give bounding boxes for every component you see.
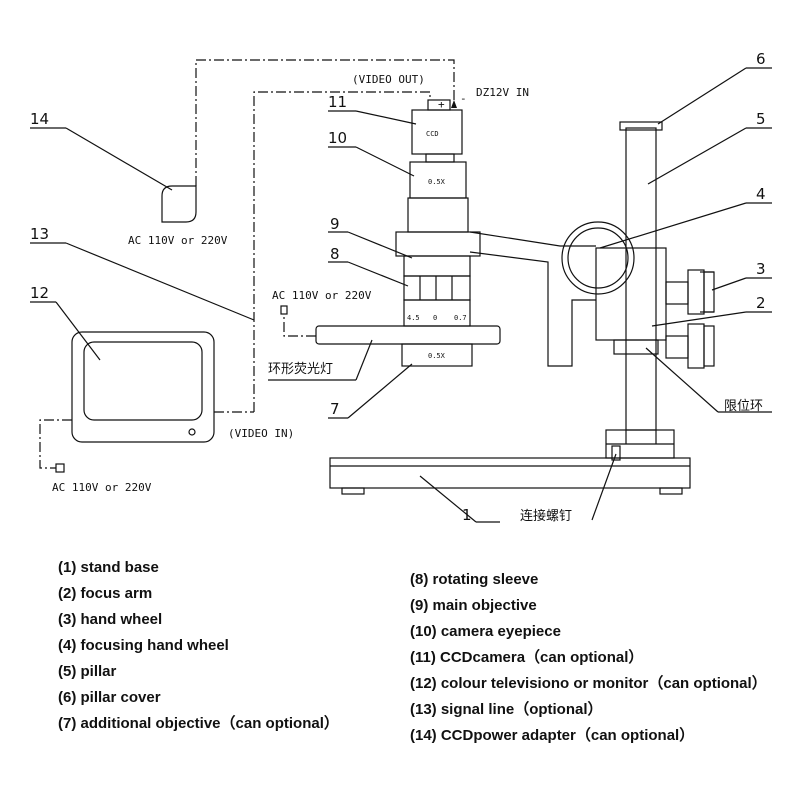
callout-9: 9 — [330, 215, 340, 233]
legend-right: (8) rotating sleeve (9) main objective (… — [410, 567, 767, 749]
ccd-label: CCD — [426, 130, 439, 138]
callout-3: 3 — [756, 260, 766, 278]
legend-item-signal-line: (13) signal line（optional） — [410, 701, 603, 718]
ac-lamp-label: AC 110V or 220V — [272, 289, 372, 302]
legend-item-monitor: (12) colour televisiono or monitor（can o… — [410, 675, 767, 692]
legend-item-camera-eyepiece: (10) camera eyepiece — [410, 623, 561, 640]
connect-screw-label: 连接螺钉 — [520, 508, 572, 524]
legend-item-stand-base: (1) stand base — [58, 559, 159, 576]
callout-14: 14 — [30, 110, 49, 128]
legend-item-focusing-hand-wheel: (4) focusing hand wheel — [58, 637, 229, 654]
pillar — [619, 121, 663, 431]
legend-item-rotating-sleeve: (8) rotating sleeve — [410, 571, 539, 588]
legend-item-pillar: (5) pillar — [58, 663, 117, 680]
legend-item-hand-wheel: (3) hand wheel — [58, 611, 163, 628]
ring-lamp-label: 环形荧光灯 — [268, 362, 333, 377]
callout-6: 6 — [756, 50, 766, 68]
monitor — [71, 331, 215, 443]
legend-item-ccd-camera: (11) CCDcamera（can optional） — [410, 649, 644, 666]
connect-block — [605, 429, 675, 461]
signal-cables — [39, 59, 457, 473]
legend-left: (1) stand base (2) focus arm (3) hand wh… — [58, 555, 339, 737]
power-adapter — [161, 185, 197, 223]
legend-item-pillar-cover: (6) pillar cover — [58, 689, 161, 706]
callout-2: 2 — [756, 294, 766, 312]
leader-lines — [30, 67, 772, 523]
video-out-label: (VIDEO OUT) — [352, 73, 425, 86]
callout-12: 12 — [30, 284, 49, 302]
callout-5: 5 — [756, 110, 766, 128]
legend-item-additional-objective: (7) additional objective（can optional） — [58, 715, 339, 732]
callout-8: 8 — [330, 245, 340, 263]
plus-sign: + — [438, 98, 445, 111]
limit-ring-label: 限位环 — [724, 399, 763, 414]
callout-7: 7 — [330, 400, 340, 418]
minus-sign: - — [460, 92, 467, 105]
legend-item-main-objective: (9) main objective — [410, 597, 537, 614]
ac-adapter-label: AC 110V or 220V — [128, 234, 228, 247]
scale-c: 0.7 — [454, 314, 467, 322]
dz12v-label: DZ12V IN — [476, 86, 529, 99]
callout-1: 1 — [462, 506, 472, 524]
callout-11: 11 — [328, 93, 347, 111]
microscope-head — [315, 99, 501, 367]
ac-monitor-label: AC 110V or 220V — [52, 481, 152, 494]
scale-b: 0 — [433, 314, 437, 322]
video-in-label: (VIDEO IN) — [228, 427, 294, 440]
callout-4: 4 — [756, 185, 766, 203]
callout-10: 10 — [328, 129, 347, 147]
zoom-bottom-label: 0.5X — [428, 352, 446, 360]
stand-base — [329, 457, 691, 495]
scale-a: 4.5 — [407, 314, 420, 322]
callout-13: 13 — [30, 225, 49, 243]
focus-arm — [469, 221, 715, 369]
legend-item-focus-arm: (2) focus arm — [58, 585, 153, 602]
legend-item-power-adapter: (14) CCDpower adapter（can optional） — [410, 727, 695, 744]
zoom-top-label: 0.5X — [428, 178, 446, 186]
